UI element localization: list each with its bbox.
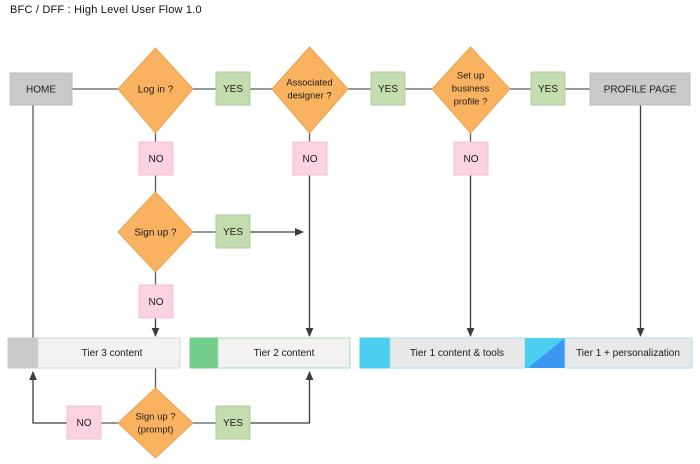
node-home[interactable]: HOME <box>9 72 73 106</box>
node-associated-designer-label-line1: Associated <box>286 78 332 89</box>
node-business-profile-label-line1: Set up <box>457 71 484 82</box>
node-designer-no[interactable]: NO <box>292 141 328 176</box>
bar-tier2[interactable]: Tier 2 content <box>189 337 351 369</box>
bar-tier1[interactable]: Tier 1 content & tools <box>359 337 526 369</box>
node-associated-designer-decision[interactable]: Associated designer ? <box>271 46 349 134</box>
bar-tier1-personalization-label: Tier 1 + personalization <box>576 348 680 359</box>
edge-no-loop-to-tier3 <box>29 370 67 424</box>
node-signup-label: Sign up ? <box>134 228 177 239</box>
node-signup-prompt-no[interactable]: NO <box>66 405 102 440</box>
node-signup-no-label: NO <box>149 297 164 308</box>
node-business-yes-label: YES <box>538 84 558 95</box>
node-login-no-label: NO <box>149 154 164 165</box>
node-signup-decision[interactable]: Sign up ? <box>117 191 194 273</box>
node-login-yes-label: YES <box>223 84 243 95</box>
node-business-profile-label-line2: business <box>452 84 490 95</box>
node-business-profile-label-line3: profile ? <box>454 97 488 108</box>
node-signup-prompt-yes[interactable]: YES <box>215 405 251 440</box>
node-signup-prompt-no-label: NO <box>77 418 92 429</box>
bar-tier3[interactable]: Tier 3 content <box>7 337 181 369</box>
node-home-label: HOME <box>26 85 56 96</box>
node-business-profile-decision[interactable]: Set up business profile ? <box>431 46 511 134</box>
node-signup-yes[interactable]: YES <box>215 214 251 249</box>
node-business-no-label: NO <box>464 154 479 165</box>
node-signup-no[interactable]: NO <box>138 284 174 319</box>
bar-tier3-label: Tier 3 content <box>82 348 143 359</box>
node-signup-prompt-label-line1: Sign up ? <box>135 412 175 423</box>
node-signup-prompt-yes-label: YES <box>223 418 243 429</box>
bar-tier2-label: Tier 2 content <box>254 348 315 359</box>
node-signup-yes-label: YES <box>223 227 243 238</box>
bar-tier1-split-accent <box>525 338 565 368</box>
node-signup-prompt-label-line2: (prompt) <box>138 425 174 436</box>
node-business-yes[interactable]: YES <box>530 71 566 106</box>
bar-tier1-personalization[interactable]: Tier 1 + personalization <box>564 337 693 369</box>
node-designer-yes[interactable]: YES <box>370 71 406 106</box>
node-designer-yes-label: YES <box>378 84 398 95</box>
node-signup-prompt-decision[interactable]: Sign up ? (prompt) <box>117 387 194 459</box>
page-title: BFC / DFF : High Level User Flow 1.0 <box>10 4 202 16</box>
node-login-yes[interactable]: YES <box>215 71 251 106</box>
node-profile-page-label: PROFILE PAGE <box>604 85 677 96</box>
edges-group <box>29 88 645 424</box>
node-business-no[interactable]: NO <box>453 141 489 176</box>
node-login-no[interactable]: NO <box>138 141 174 176</box>
edge-yes-loop-to-tier2 <box>250 370 314 424</box>
node-designer-no-label: NO <box>303 154 318 165</box>
bar-tier1-label: Tier 1 content & tools <box>410 348 504 359</box>
node-login-decision[interactable]: Log in ? <box>117 47 194 134</box>
node-associated-designer-label-line2: designer ? <box>287 91 331 102</box>
node-login-label: Log in ? <box>138 85 174 96</box>
node-profile-page[interactable]: PROFILE PAGE <box>589 72 691 106</box>
